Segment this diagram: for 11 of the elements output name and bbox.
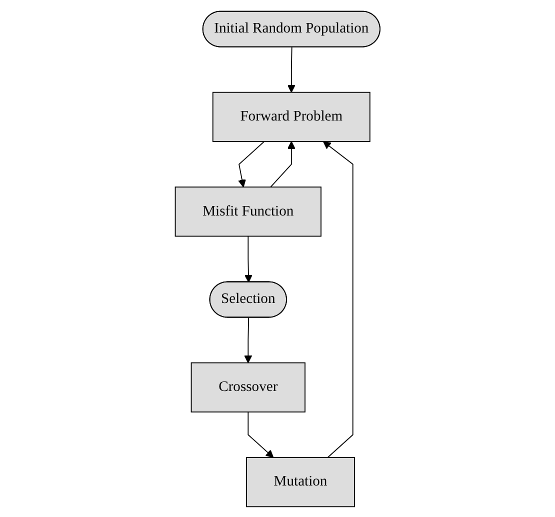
node-box: Mutation xyxy=(246,456,355,507)
node-box: Crossover xyxy=(190,362,306,412)
arrow xyxy=(244,316,252,363)
node-box: Misfit Function xyxy=(174,186,322,236)
arrow xyxy=(287,46,296,92)
node-box: Forward Problem xyxy=(212,91,370,142)
arrow xyxy=(244,235,252,282)
arrow xyxy=(248,411,274,458)
arrow xyxy=(238,140,265,187)
arrow xyxy=(322,140,354,458)
arrow xyxy=(270,140,296,188)
